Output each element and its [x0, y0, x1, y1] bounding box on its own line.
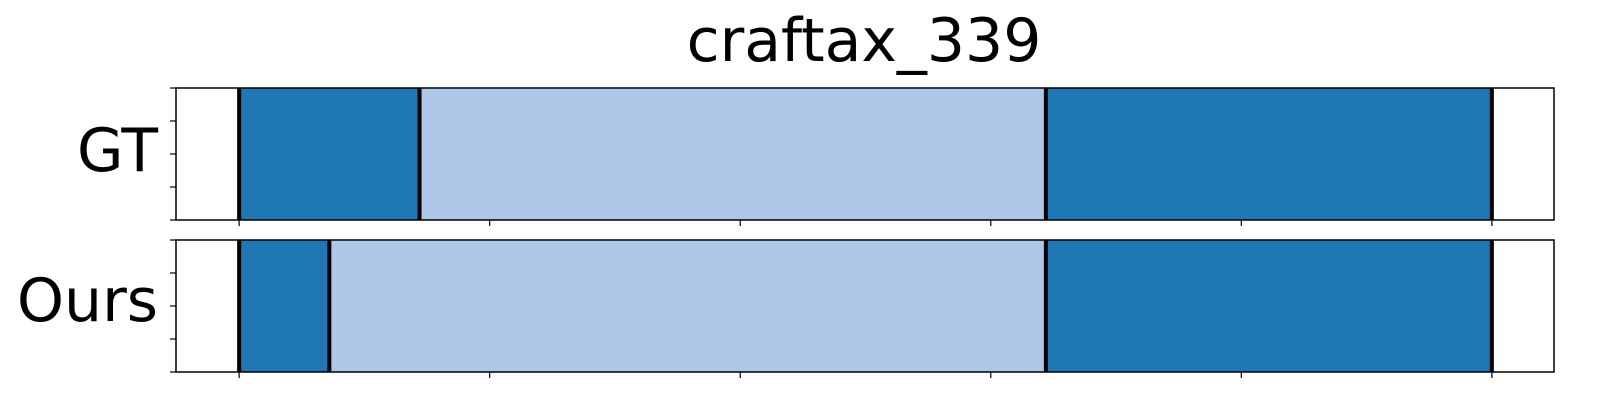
- segment-ours-2: [1045, 240, 1492, 372]
- segment-ours-0: [239, 240, 330, 372]
- segment-gt-0: [239, 88, 420, 220]
- segment-gt-1: [419, 88, 1046, 220]
- segment-gt-2: [1045, 88, 1492, 220]
- row-label-ours: Ours: [16, 266, 158, 336]
- row-label-gt: GT: [76, 116, 158, 186]
- chart-title: craftax_339: [686, 6, 1042, 76]
- segment-ours-1: [329, 240, 1046, 372]
